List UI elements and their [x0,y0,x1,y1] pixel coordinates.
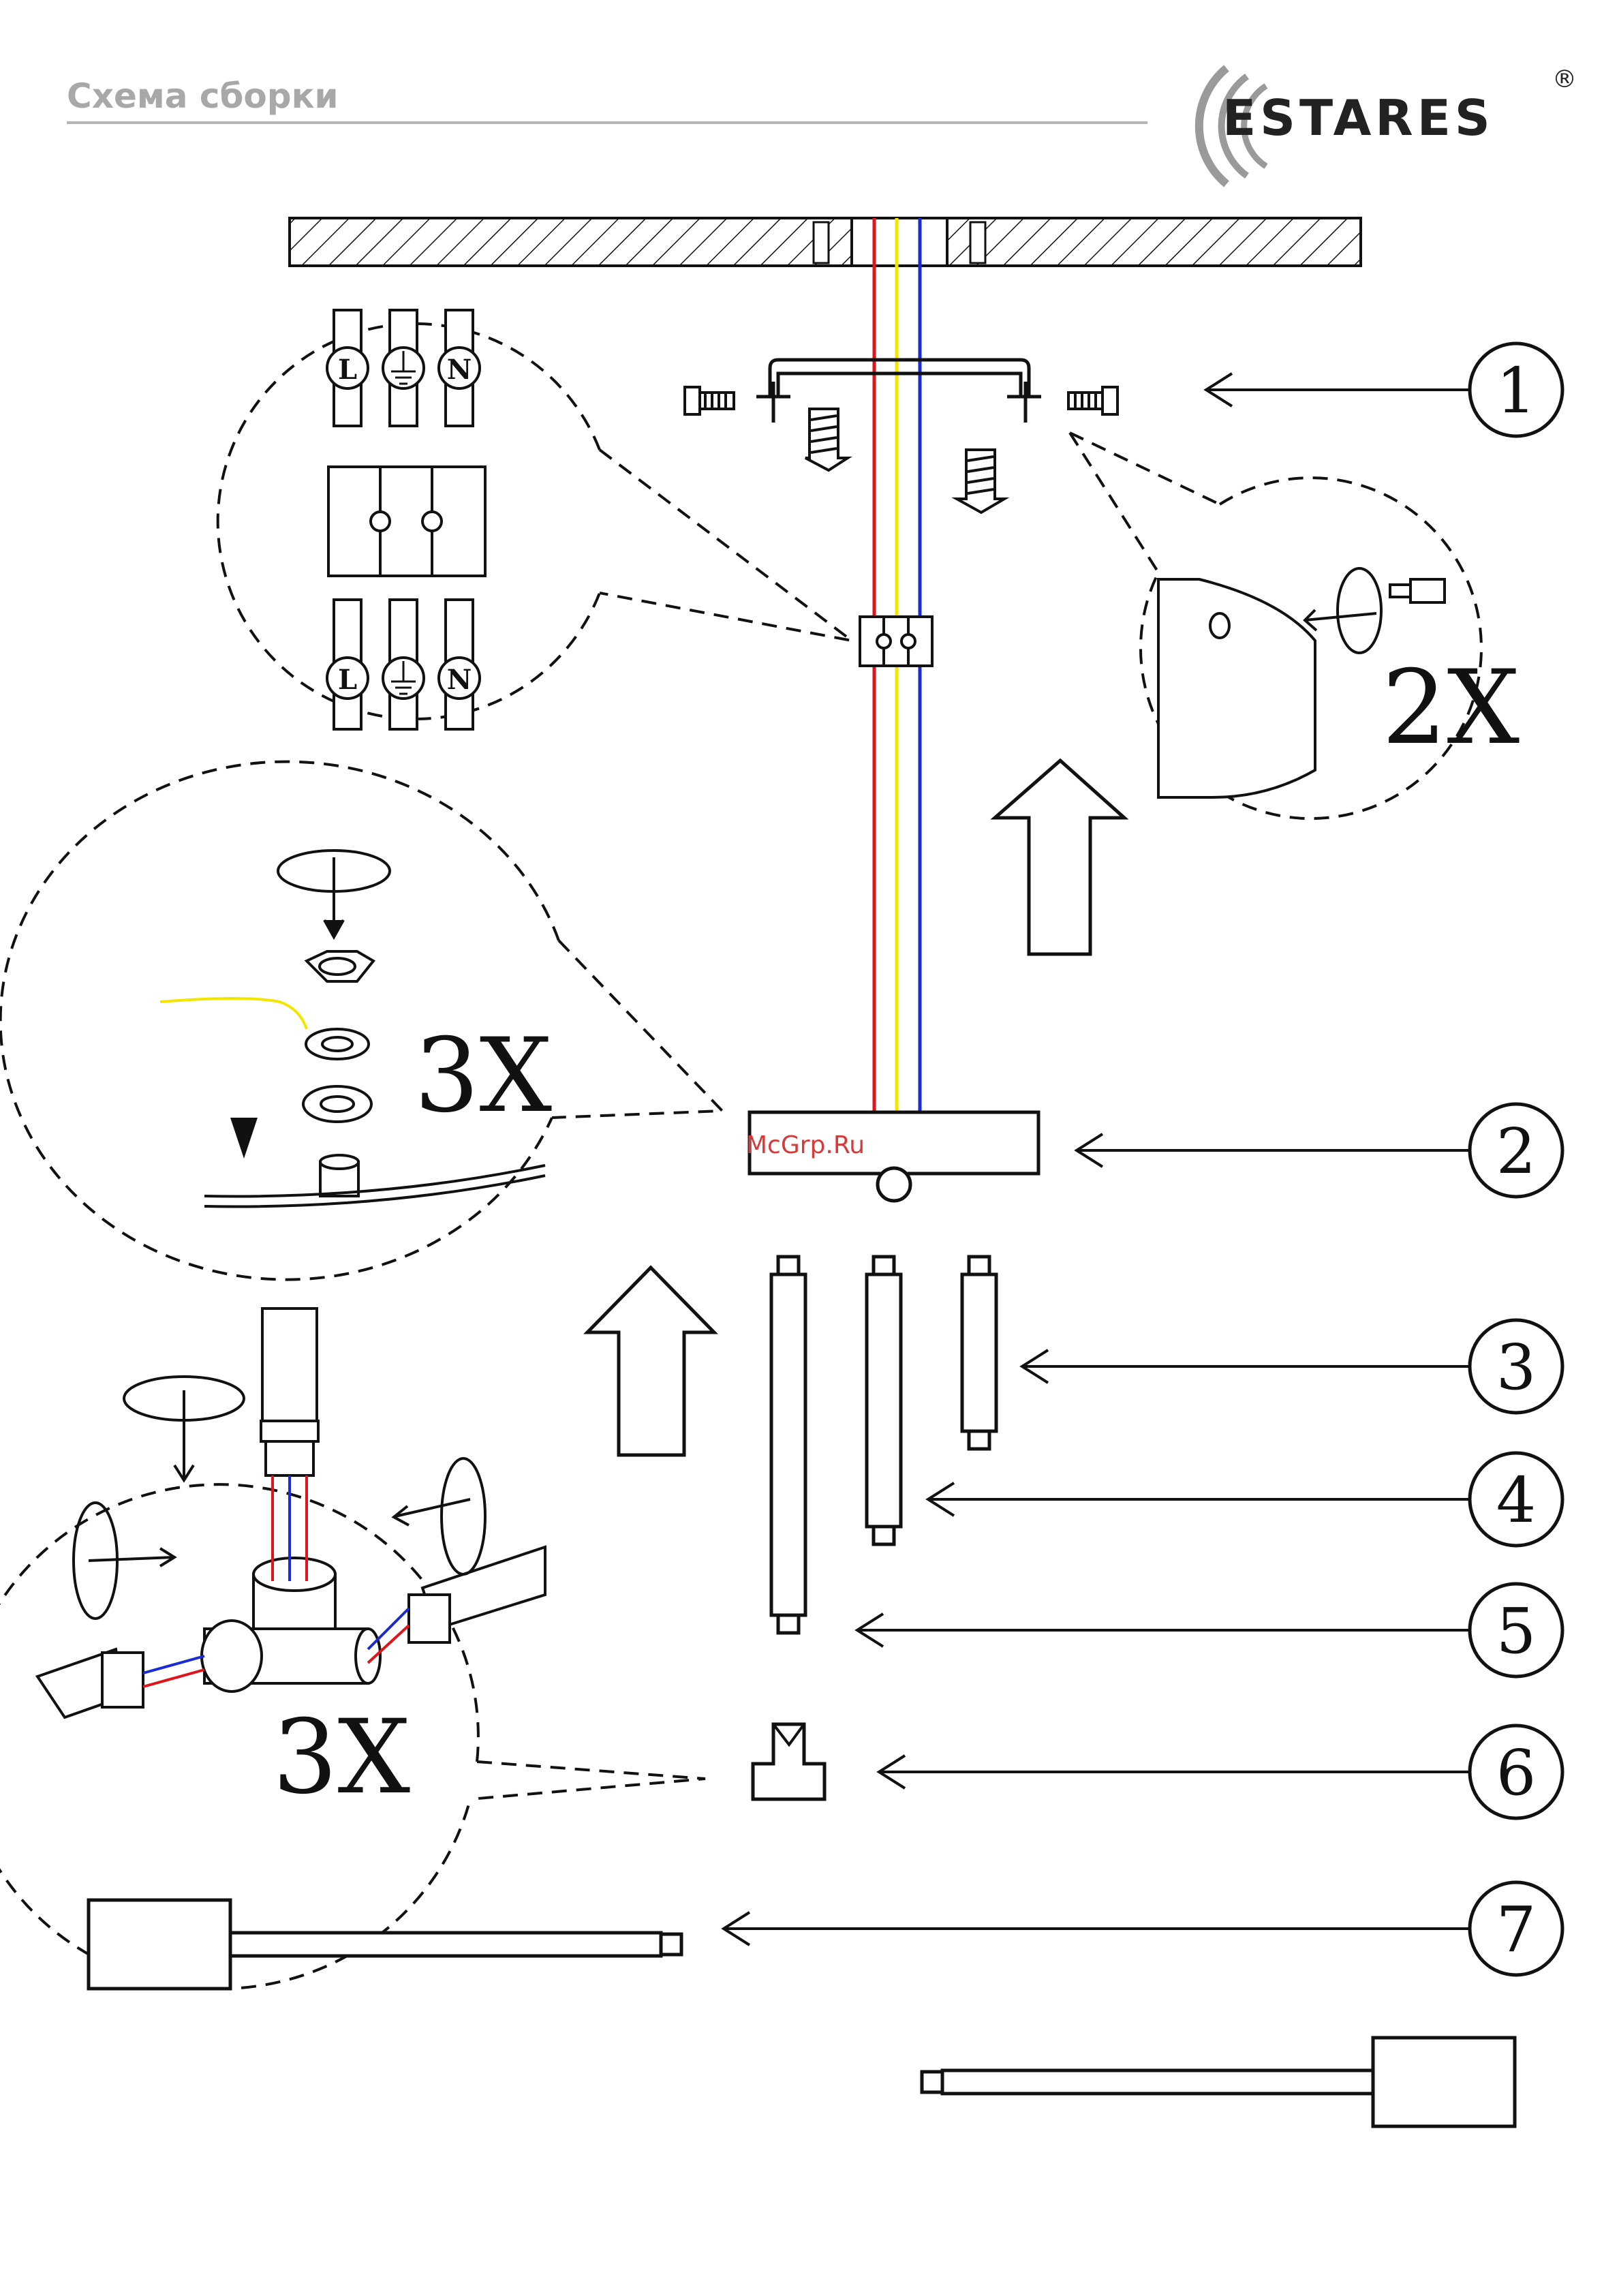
callout-number-5: 5 [1496,1595,1537,1668]
wood-screws [805,409,1004,512]
callout-number-4: 4 [1496,1464,1537,1537]
callout-number-2: 2 [1496,1115,1537,1188]
terminal-neutral-top: N [447,354,472,386]
brand-logo: ESTARES ® [1199,65,1577,184]
up-arrow-icon [995,761,1124,954]
terminal-live-top: L [338,354,357,386]
terminal-neutral-bottom: N [447,664,472,696]
bracket-side-screws [685,387,1117,414]
tee-joint-multiplier: 3X [273,1698,410,1817]
mounting-bracket [756,360,1041,423]
watermark: McGrp.Ru [746,1131,865,1159]
callout-number-7: 7 [1496,1893,1537,1966]
terminal-live-bottom: L [338,664,357,696]
arm-part-7-mirrored [922,2038,1515,2126]
callout-number-3: 3 [1496,1331,1537,1404]
registered-mark: ® [1552,65,1577,93]
up-arrow-2-icon [587,1268,714,1455]
brand-name: ESTARES [1222,89,1494,147]
arm-part-7 [89,1900,681,1989]
tube-part-5 [771,1257,805,1633]
tube-part-3 [962,1257,996,1449]
tee-joint-detail [37,1308,545,1717]
nut-stack-multiplier: 3X [414,1017,552,1135]
ceiling-slab [290,218,1361,266]
terminal-block [860,617,932,666]
callout-number-1: 1 [1496,354,1537,427]
tube-part-4 [867,1257,901,1544]
tee-connector [753,1724,824,1799]
callout-number-6: 6 [1496,1736,1537,1809]
down-pointer-icon [230,1118,258,1159]
terminal-detail-callout [218,324,852,719]
bracket-screw-multiplier: 2X [1382,649,1520,767]
